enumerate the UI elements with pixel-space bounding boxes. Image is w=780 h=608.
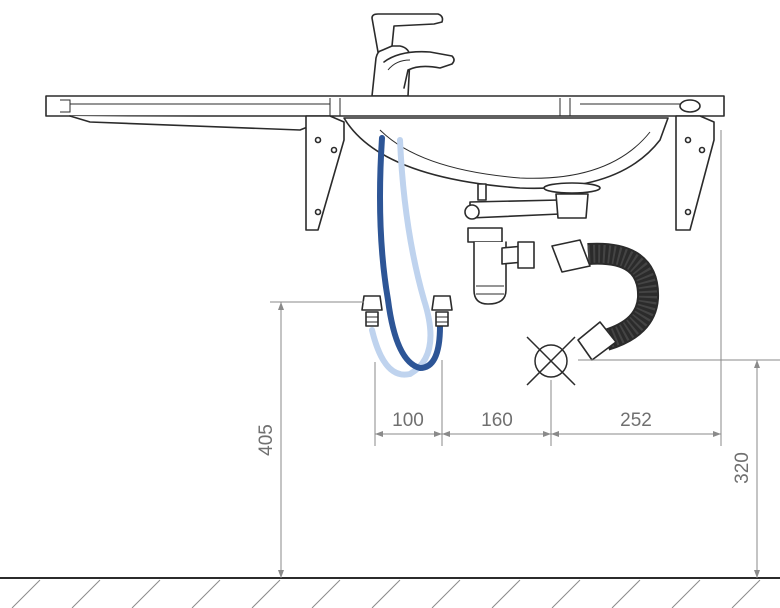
supply-hoses <box>369 135 443 378</box>
right-bracket <box>675 115 715 231</box>
dim-label-drain-to-right: 252 <box>620 410 652 431</box>
basin <box>343 117 669 194</box>
dimension-lines <box>270 130 780 578</box>
drain-hose <box>551 239 659 361</box>
dim-label-valve-height: 405 <box>256 424 277 456</box>
angle-valve-right <box>431 295 453 327</box>
floor <box>0 577 780 608</box>
countertop <box>45 95 725 131</box>
dim-label-valve-to-drain: 160 <box>481 410 513 431</box>
dim-label-valve-spacing: 100 <box>392 410 424 431</box>
dim-label-drain-height: 320 <box>732 452 753 484</box>
siphon <box>464 183 589 305</box>
left-bracket <box>305 115 345 231</box>
angle-valve-left <box>361 295 383 327</box>
faucet <box>371 13 455 97</box>
drain-position-marker <box>526 336 576 386</box>
